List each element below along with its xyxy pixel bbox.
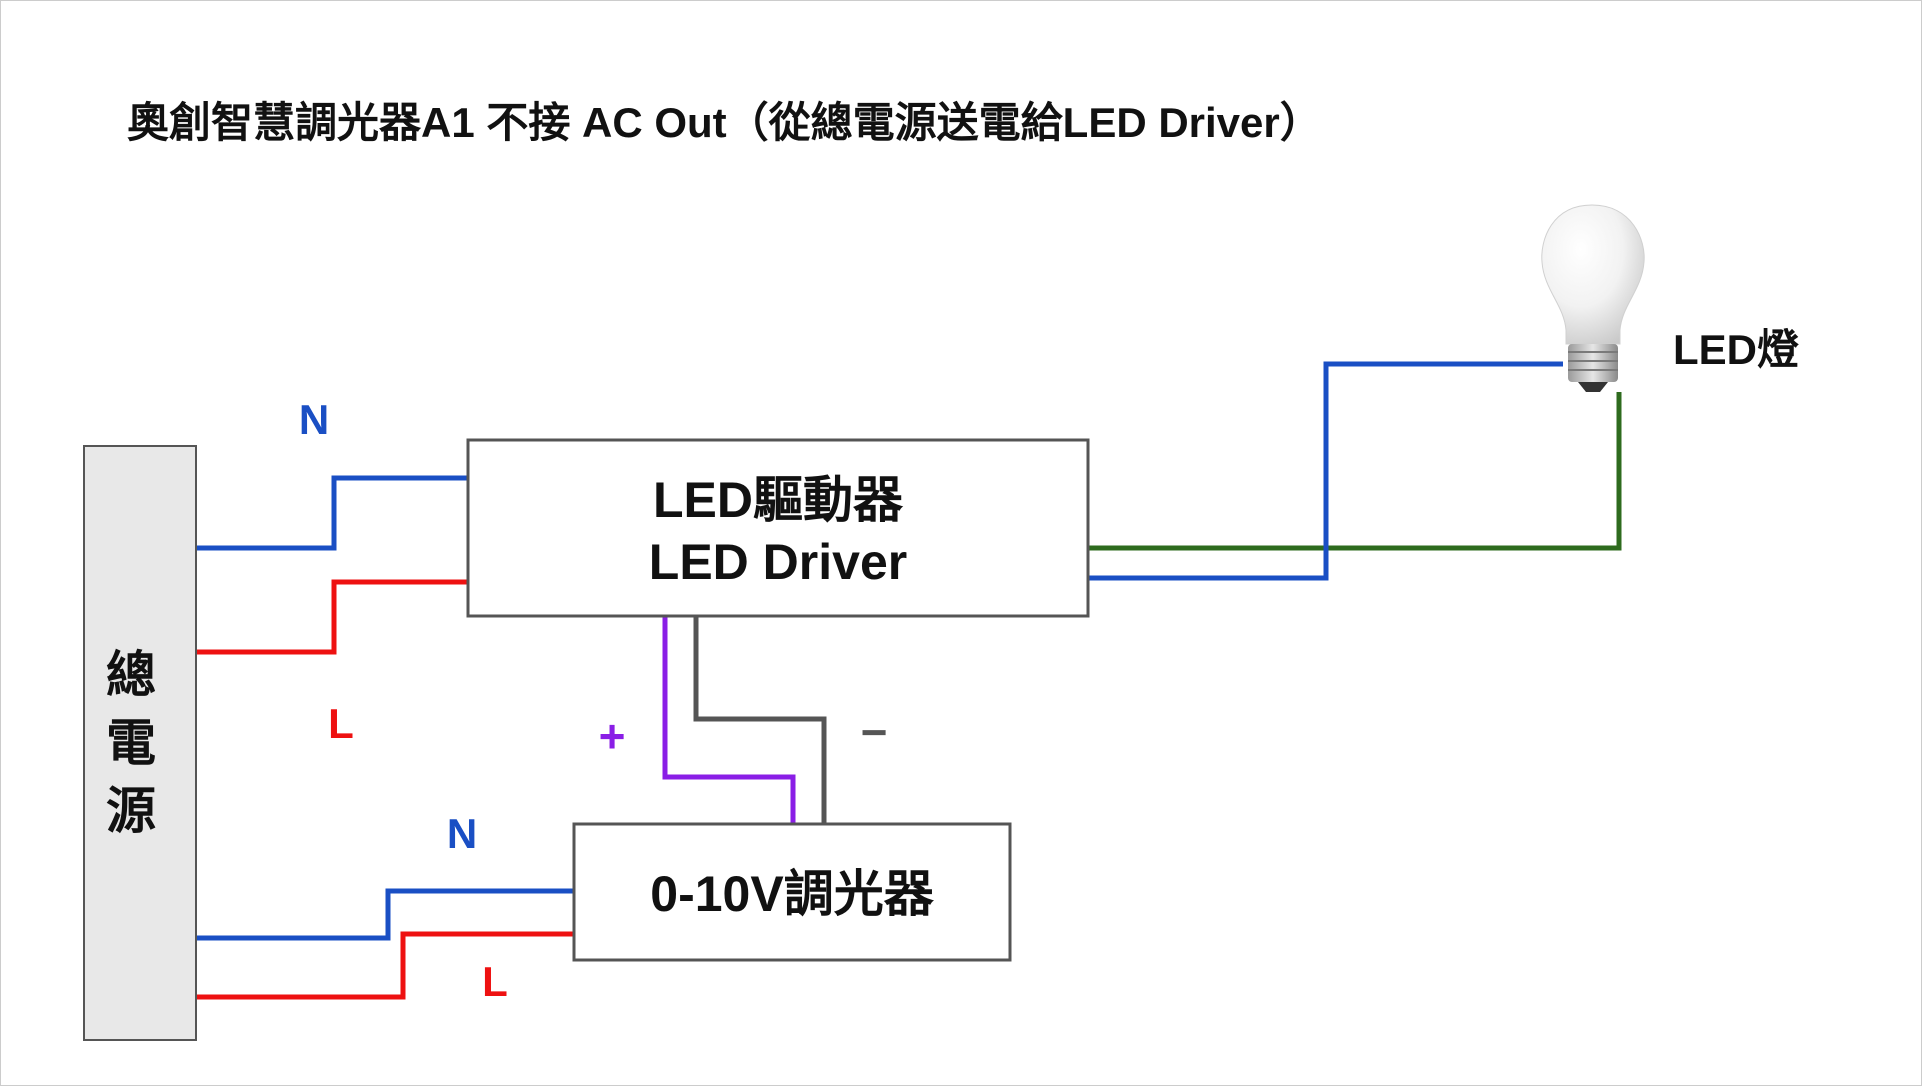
dimmer-label: 0-10V調光器	[650, 866, 934, 922]
label-minus: −	[861, 706, 888, 758]
led-driver-label-en: LED Driver	[649, 534, 907, 590]
wire-live-to-driver	[197, 579, 470, 655]
wire-dim-plus	[662, 616, 796, 823]
wire-lamp-green	[1087, 392, 1622, 551]
label-n-bottom: N	[447, 810, 477, 857]
label-plus: +	[599, 710, 626, 762]
power-source-box	[83, 445, 197, 1041]
label-l-top: L	[328, 700, 354, 747]
dimmer-box	[572, 822, 1012, 962]
label-l-bottom: L	[482, 958, 508, 1005]
led-bulb-icon	[1541, 204, 1645, 392]
diagram-title: 奧創智慧調光器A1 不接 AC Out（從總電源送電給LED Driver）	[127, 99, 1322, 146]
wire-lamp-blue	[1087, 361, 1563, 581]
wire-neutral-to-driver	[197, 475, 470, 551]
wire-live-to-dimmer	[197, 931, 573, 1000]
power-source-char-3: 源	[106, 783, 156, 839]
power-source-char-1: 總	[106, 647, 156, 703]
wire-neutral-to-dimmer	[197, 888, 573, 941]
lamp-label: LED燈	[1673, 326, 1799, 373]
label-n-top: N	[299, 396, 329, 443]
wire-dim-minus	[693, 616, 827, 823]
led-driver-box	[466, 438, 1090, 618]
led-driver-label-cn: LED驅動器	[653, 472, 904, 528]
power-source-char-2: 電	[106, 715, 156, 771]
